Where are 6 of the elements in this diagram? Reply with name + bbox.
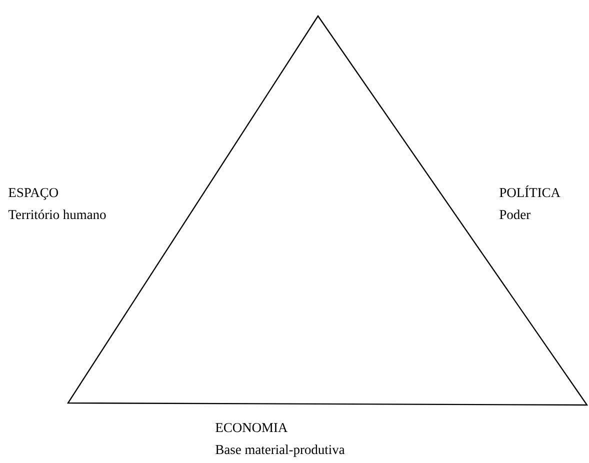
side-label: POLÍTICA bbox=[500, 185, 560, 198]
side-label: Poder bbox=[500, 210, 530, 220]
side-label: ECONOMIA bbox=[216, 423, 288, 432]
side-label: ESPAÇO bbox=[8, 188, 58, 200]
side-label: Base material-produtiva bbox=[216, 444, 345, 457]
side-label: Território humano bbox=[8, 210, 106, 220]
